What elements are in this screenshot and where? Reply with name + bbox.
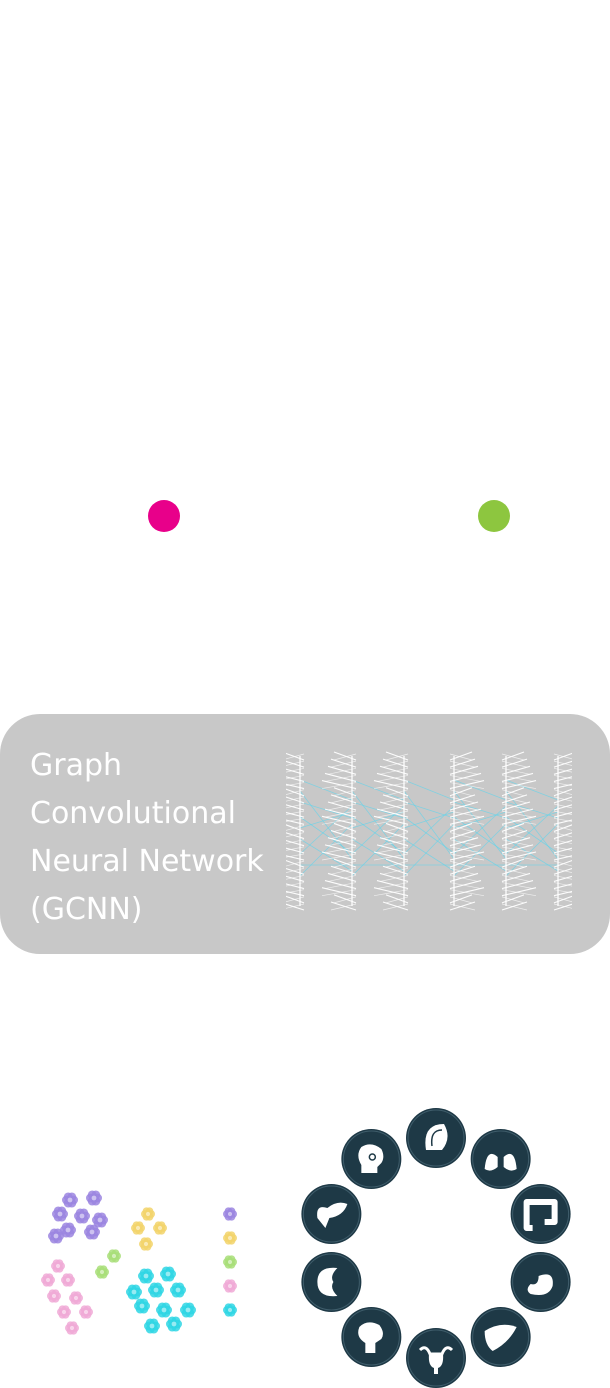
- cell: [47, 1289, 61, 1303]
- colon-icon: [510, 1184, 571, 1245]
- cell: [61, 1273, 75, 1287]
- lungs-icon: [470, 1129, 531, 1190]
- cell: [148, 1282, 164, 1298]
- cell: [170, 1282, 187, 1298]
- uterus-icon: [406, 1328, 466, 1388]
- cell: [166, 1316, 183, 1332]
- cell: [41, 1273, 55, 1287]
- pancreas-icon: [301, 1184, 362, 1245]
- cell: [126, 1284, 142, 1300]
- gcnn-label-line-4: (GCNN): [30, 892, 143, 927]
- cell: [134, 1298, 150, 1314]
- kidney-icon: [301, 1251, 362, 1312]
- network-layer: [286, 752, 305, 911]
- network-connections: [299, 779, 559, 877]
- neural-network-diagram: [286, 751, 572, 911]
- gcnn-label-line-3: Neural Network: [30, 844, 264, 879]
- cell: [156, 1302, 172, 1318]
- cell: [86, 1190, 102, 1206]
- network-layer: [553, 752, 572, 911]
- cell: [223, 1207, 237, 1221]
- gcnn-label: Graph Convolutional Neural Network (GCNN…: [30, 742, 280, 934]
- magenta-dot: [148, 500, 180, 532]
- cell-clusters-illustration: [41, 1190, 237, 1335]
- cell: [69, 1291, 83, 1305]
- cell: [57, 1305, 71, 1319]
- cell: [79, 1305, 93, 1319]
- cell: [60, 1222, 76, 1238]
- cell: [65, 1321, 79, 1335]
- liver-icon: [470, 1306, 531, 1367]
- cell: [48, 1228, 64, 1244]
- network-layer: [449, 751, 485, 911]
- cell: [223, 1231, 237, 1245]
- cell: [223, 1255, 237, 1269]
- brain-icon: [341, 1129, 402, 1190]
- cell: [84, 1224, 100, 1240]
- cell: [160, 1266, 177, 1282]
- green-dot: [478, 500, 510, 532]
- cell: [153, 1221, 167, 1235]
- organ-icons-ring: [301, 1108, 571, 1388]
- network-layer: [373, 751, 409, 911]
- cell: [62, 1192, 78, 1208]
- cell: [95, 1265, 109, 1279]
- network-layer: [321, 751, 357, 911]
- cell: [223, 1279, 237, 1293]
- cell: [138, 1268, 154, 1284]
- cell: [92, 1212, 108, 1228]
- cell: [51, 1259, 65, 1273]
- stomach-icon: [510, 1251, 571, 1312]
- cell: [144, 1318, 160, 1334]
- cell: [141, 1207, 155, 1221]
- head-neck-icon: [341, 1306, 402, 1367]
- cell: [223, 1303, 237, 1317]
- network-layer: [501, 751, 537, 911]
- gcnn-label-line-2: Convolutional: [30, 796, 236, 831]
- breast-icon: [406, 1108, 466, 1168]
- cell: [52, 1206, 68, 1222]
- cell: [180, 1302, 197, 1318]
- cell: [107, 1249, 121, 1263]
- gcnn-label-line-1: Graph: [30, 748, 123, 783]
- cell: [74, 1208, 90, 1224]
- cell: [131, 1221, 145, 1235]
- cell: [139, 1237, 153, 1251]
